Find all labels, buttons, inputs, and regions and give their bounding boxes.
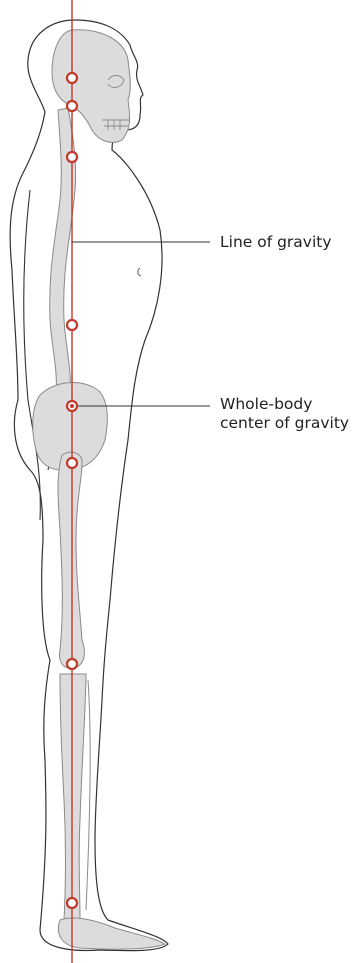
marker-knee bbox=[67, 659, 77, 669]
center-of-gravity-label-line1: Whole-body bbox=[220, 395, 349, 414]
marker-upper-cervical bbox=[67, 101, 77, 111]
center-of-gravity-label: Whole-body center of gravity bbox=[220, 395, 349, 433]
center-of-gravity-label-line2: center of gravity bbox=[220, 414, 349, 433]
marker-center-dot bbox=[70, 404, 74, 408]
marker-head bbox=[67, 73, 77, 83]
tibia bbox=[60, 674, 86, 920]
marker-hip bbox=[67, 458, 77, 468]
marker-cervical bbox=[67, 152, 77, 162]
marker-ankle bbox=[67, 898, 77, 908]
line-of-gravity-label: Line of gravity bbox=[220, 233, 332, 252]
femur bbox=[58, 452, 84, 668]
fibula bbox=[86, 680, 90, 910]
marker-lumbar bbox=[67, 320, 77, 330]
navel-mark bbox=[138, 268, 141, 276]
